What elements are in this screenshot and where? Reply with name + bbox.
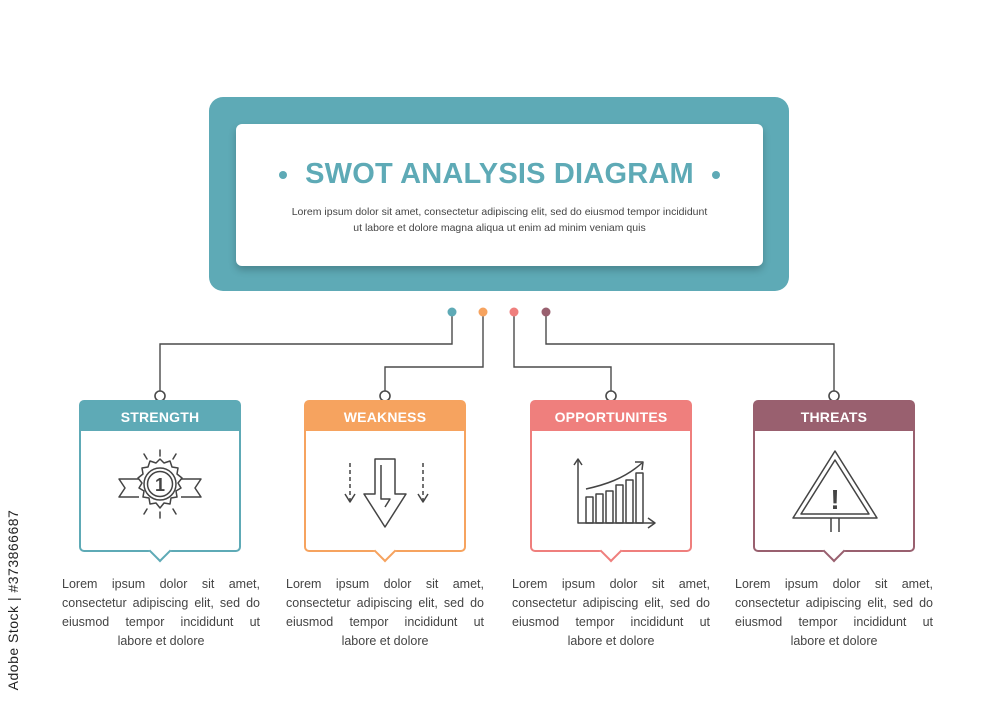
card-label-opportunities: OPPORTUNITES: [554, 408, 668, 425]
card-threats: THREATS !: [753, 400, 915, 563]
description-opportunities: Lorem ipsum dolor sit amet, consectetur …: [512, 577, 710, 648]
warning-icon: !: [792, 450, 878, 532]
connector-dot-strength: [447, 307, 457, 317]
title-dot-right: [711, 170, 720, 179]
medal-icon: 1: [118, 449, 202, 519]
card-opportunities: OPPORTUNITES: [530, 400, 692, 563]
connector-dot-threats: [541, 307, 551, 317]
card-label-threats: THREATS: [800, 408, 868, 425]
connector-threats: [545, 312, 835, 391]
connector-weakness: [384, 312, 484, 391]
description-weakness: Lorem ipsum dolor sit amet, consectetur …: [286, 577, 484, 648]
card-header-weakness: WEAKNESS: [306, 402, 464, 431]
description-strength: Lorem ipsum dolor sit amet, consectetur …: [62, 577, 260, 648]
card-strength: STRENGTH 1: [79, 400, 241, 563]
down-arrows-icon: [344, 458, 429, 528]
card-header-threats: THREATS: [755, 402, 913, 431]
connector-strength: [159, 312, 453, 391]
connector-dot-weakness: [478, 307, 488, 317]
card-weakness: WEAKNESS: [304, 400, 466, 563]
medal-number: 1: [155, 475, 165, 495]
description-threats: Lorem ipsum dolor sit amet, consectetur …: [735, 577, 933, 648]
card-header-strength: STRENGTH: [81, 402, 239, 431]
connector-opportunities: [513, 312, 612, 391]
warning-mark: !: [830, 484, 839, 515]
page-title: SWOT ANALYSIS DIAGRAM: [305, 158, 694, 190]
header-subtitle: Lorem ipsum dolor sit amet, consectetur …: [291, 206, 708, 234]
card-label-weakness: WEAKNESS: [343, 408, 427, 425]
card-header-opportunities: OPPORTUNITES: [532, 402, 690, 431]
growth-chart-icon: [573, 458, 656, 529]
connector-dot-opportunities: [509, 307, 519, 317]
card-label-strength: STRENGTH: [120, 408, 200, 425]
title-row: SWOT ANALYSIS DIAGRAM: [236, 158, 763, 191]
header-card: SWOT ANALYSIS DIAGRAM Lorem ipsum dolor …: [236, 124, 763, 266]
title-dot-left: [279, 170, 288, 179]
